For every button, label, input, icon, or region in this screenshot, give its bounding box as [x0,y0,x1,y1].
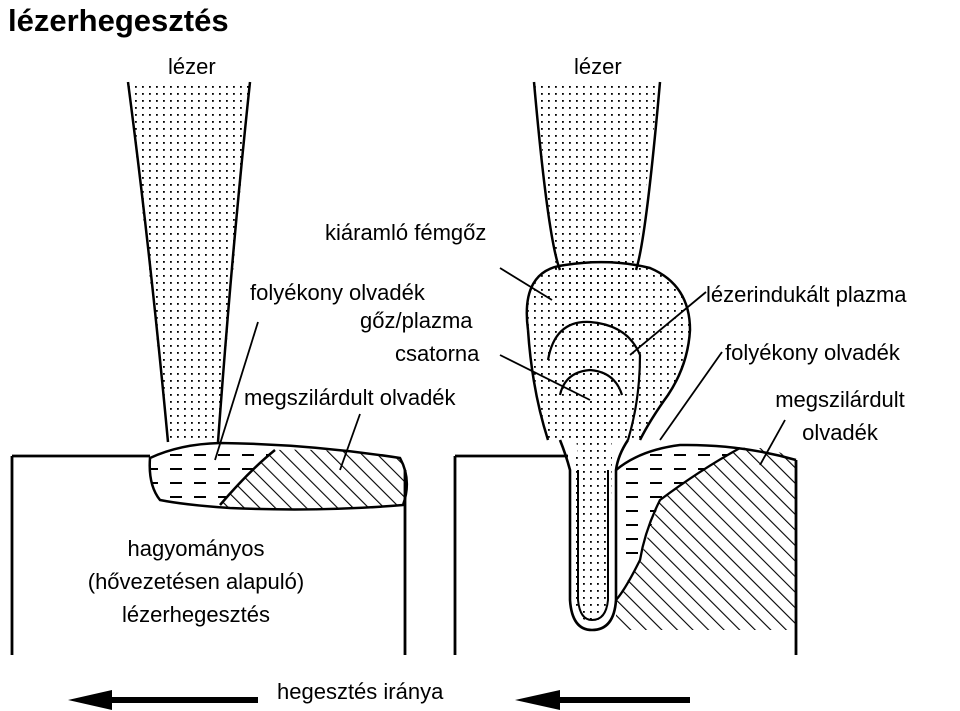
right-solidified-melt-label-line-2: olvadék [802,420,879,445]
left-caption-line-1: hagyományos [128,536,265,561]
left-liquid-melt-leader [214,321,259,461]
right-liquid-melt-leader [659,351,723,441]
channel-label-line-2: csatorna [395,341,480,366]
left-solidified-melt-leader [339,413,361,471]
plasma-label: lézerindukált plazma [706,282,907,307]
left-solidified-melt-region [220,449,407,509]
right-liquid-melt-label: folyékony olvadék [725,340,901,365]
metal-vapor-leader [499,267,553,301]
welding-direction-label: hegesztés iránya [277,679,444,704]
plasma-leader [629,291,707,356]
left-diagram: lézer folyékony olvadék megszilárdult ol… [10,54,457,655]
left-liquid-melt-region [149,443,275,505]
channel-leader [499,354,591,401]
channel-label-line-1: gőz/plazma [360,308,473,333]
metal-vapor-label: kiáramló fémgőz [325,220,486,245]
right-keyhole-channel [575,455,612,622]
right-diagram: lézer kiáramló fémgőz gőz/plazma csatorn… [325,54,907,655]
left-direction-arrow [68,690,258,710]
left-laser-label: lézer [168,54,216,79]
left-caption-line-2: (hővezetésen alapuló) [88,569,304,594]
page-title: lézerhegesztés [8,3,229,38]
right-plasma-plume [526,262,690,440]
left-solidified-melt-label: megszilárdult olvadék [244,385,457,410]
right-solidified-melt-label-line-1: megszilárdult [775,387,905,412]
welding-direction: hegesztés iránya [68,679,690,710]
left-liquid-melt-label: folyékony olvadék [250,280,426,305]
right-solidified-melt-leader [759,419,786,466]
right-direction-arrow [515,690,690,710]
right-laser-label: lézer [574,54,622,79]
left-caption-line-3: lézerhegesztés [122,602,270,627]
right-solidified-melt-region [616,447,796,630]
